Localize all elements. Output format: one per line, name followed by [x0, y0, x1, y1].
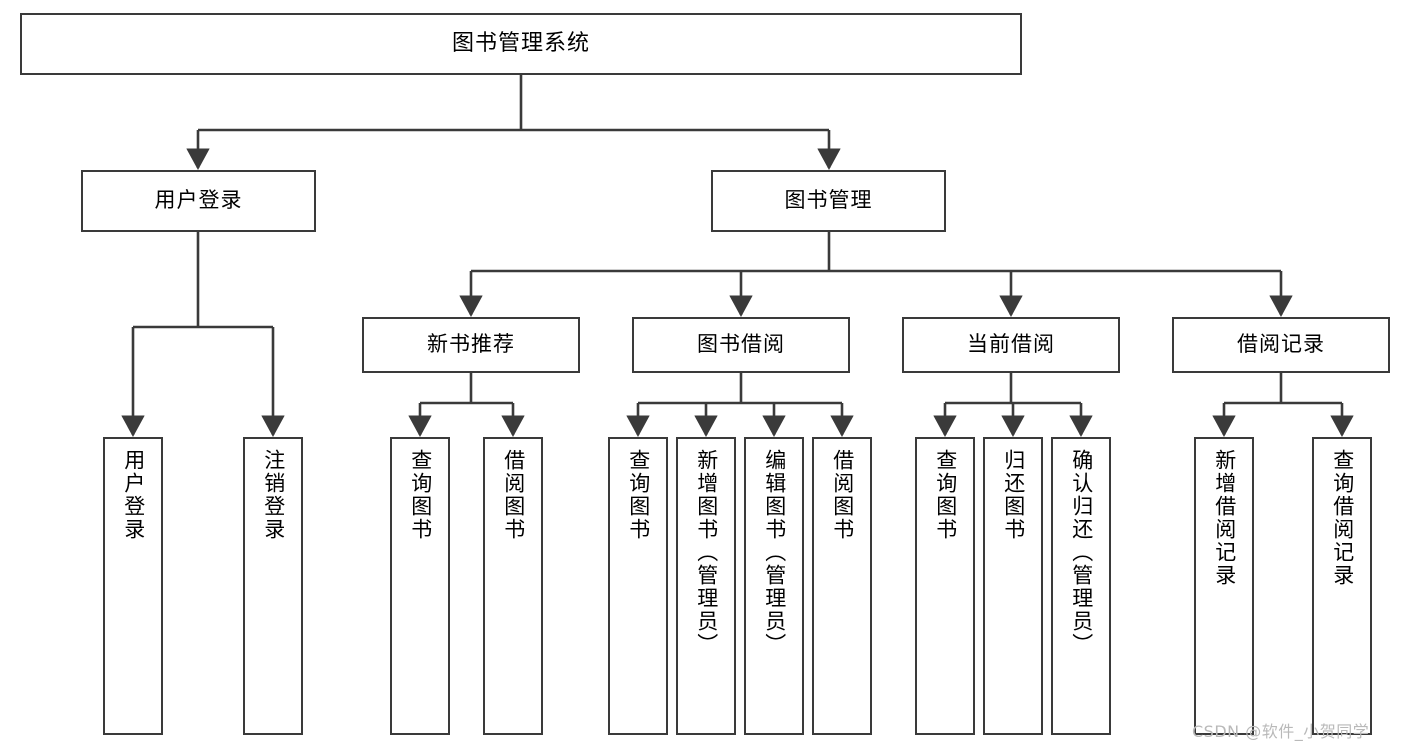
- leaf-logout[interactable]: 注销登录: [243, 437, 303, 735]
- leaf-query-book-3[interactable]: 查询图书: [915, 437, 975, 735]
- node-borrow-record-label: 借阅记录: [1237, 332, 1325, 357]
- leaf-add-record[interactable]: 新增借阅记录: [1194, 437, 1254, 735]
- leaf-query-record-label: 查询借阅记录: [1330, 449, 1355, 587]
- leaf-borrow-book-2[interactable]: 借阅图书: [812, 437, 872, 735]
- leaf-borrow-book-1-label: 借阅图书: [501, 449, 526, 541]
- leaf-return-book[interactable]: 归还图书: [983, 437, 1043, 735]
- node-user-login-label: 用户登录: [154, 188, 243, 213]
- node-borrow-record[interactable]: 借阅记录: [1172, 317, 1390, 373]
- leaf-confirm-return-label: 确认归还（管理员）: [1069, 449, 1094, 656]
- leaf-query-book-1[interactable]: 查询图书: [390, 437, 450, 735]
- node-root-label: 图书管理系统: [451, 30, 590, 56]
- node-book-borrow[interactable]: 图书借阅: [632, 317, 850, 373]
- node-root[interactable]: 图书管理系统: [20, 13, 1022, 75]
- leaf-user-login[interactable]: 用户登录: [103, 437, 163, 735]
- leaf-add-record-label: 新增借阅记录: [1212, 449, 1237, 587]
- leaf-query-book-2-label: 查询图书: [626, 449, 651, 541]
- leaf-borrow-book-1[interactable]: 借阅图书: [483, 437, 543, 735]
- leaf-add-book-label: 新增图书（管理员）: [694, 449, 719, 656]
- node-book-manage[interactable]: 图书管理: [711, 170, 946, 232]
- leaf-query-record[interactable]: 查询借阅记录: [1312, 437, 1372, 735]
- node-user-login[interactable]: 用户登录: [81, 170, 316, 232]
- leaf-query-book-2[interactable]: 查询图书: [608, 437, 668, 735]
- leaf-logout-label: 注销登录: [261, 449, 286, 541]
- leaf-edit-book[interactable]: 编辑图书（管理员）: [744, 437, 804, 735]
- leaf-user-login-label: 用户登录: [121, 449, 146, 541]
- leaf-query-book-3-label: 查询图书: [933, 449, 958, 541]
- node-book-borrow-label: 图书借阅: [697, 332, 785, 357]
- leaf-edit-book-label: 编辑图书（管理员）: [762, 449, 787, 656]
- leaf-return-book-label: 归还图书: [1001, 449, 1026, 541]
- node-new-book-recommend-label: 新书推荐: [427, 332, 515, 357]
- node-current-borrow-label: 当前借阅: [967, 332, 1055, 357]
- leaf-borrow-book-2-label: 借阅图书: [830, 449, 855, 541]
- node-new-book-recommend[interactable]: 新书推荐: [362, 317, 580, 373]
- node-book-manage-label: 图书管理: [784, 188, 873, 213]
- leaf-confirm-return[interactable]: 确认归还（管理员）: [1051, 437, 1111, 735]
- leaf-add-book[interactable]: 新增图书（管理员）: [676, 437, 736, 735]
- csdn-watermark: CSDN @软件_小贺同学: [1192, 722, 1370, 741]
- node-current-borrow[interactable]: 当前借阅: [902, 317, 1120, 373]
- leaf-query-book-1-label: 查询图书: [408, 449, 433, 541]
